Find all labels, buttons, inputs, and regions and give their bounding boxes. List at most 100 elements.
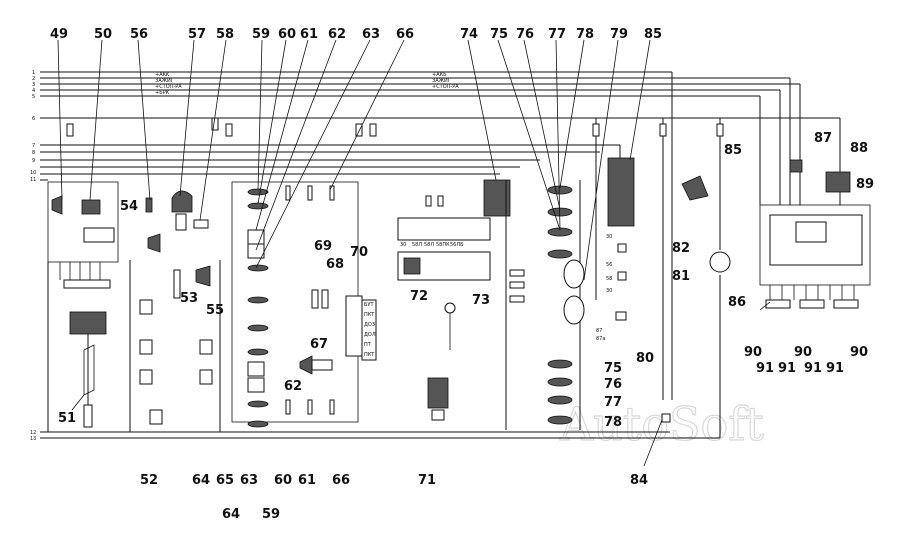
callouts-bottom: 64 65 63 60 61 66 71 84 52 64 59 [140, 473, 648, 522]
callout-51: 51 [58, 411, 76, 426]
callout-62: 62 [328, 27, 346, 42]
callout-78b: 78 [604, 415, 622, 430]
callout-56: 56 [130, 27, 148, 42]
svg-text:58ПК: 58ПК [436, 242, 450, 248]
callout-90c: 90 [850, 345, 868, 360]
callout-85: 85 [644, 27, 662, 42]
svg-text:2: 2 [32, 76, 35, 82]
callout-71: 71 [418, 473, 436, 488]
callout-66: 66 [396, 27, 414, 42]
callout-86: 86 [728, 295, 746, 310]
svg-text:13: 13 [30, 436, 36, 442]
callout-85b: 85 [724, 143, 742, 158]
svg-text:3: 3 [32, 82, 35, 88]
callout-76b: 76 [604, 377, 622, 392]
svg-text:30: 30 [606, 288, 612, 294]
callout-75b: 75 [604, 361, 622, 376]
svg-text:+AKK: +AKK [155, 72, 170, 78]
callouts-top: 49 50 56 57 58 59 60 61 62 63 66 74 75 7… [50, 27, 662, 42]
callout-91c: 91 [804, 361, 822, 376]
callout-67: 67 [310, 337, 328, 352]
svg-text:9: 9 [32, 158, 35, 164]
callout-66b: 66 [332, 473, 350, 488]
callout-84: 84 [630, 473, 648, 488]
left-components [47, 181, 221, 432]
callout-50: 50 [94, 27, 112, 42]
svg-text:+СТОП-РА: +СТОП-РА [432, 84, 459, 90]
callout-68: 68 [326, 257, 344, 272]
svg-text:58: 58 [606, 276, 612, 282]
callout-70: 70 [350, 245, 368, 260]
callout-57: 57 [188, 27, 206, 42]
svg-text:56: 56 [606, 262, 612, 268]
relays: 30 56 58 30 87 87а [596, 157, 731, 423]
bus-lines [40, 71, 840, 439]
svg-text:5: 5 [32, 94, 35, 100]
callout-91d: 91 [826, 361, 844, 376]
svg-text:ЗАЖИГ: ЗАЖИГ [155, 78, 174, 84]
svg-text:8: 8 [32, 150, 35, 156]
svg-text:58Л: 58Л [412, 242, 422, 248]
svg-text:11: 11 [30, 177, 36, 183]
svg-text:30: 30 [606, 234, 612, 240]
svg-text:7: 7 [32, 143, 35, 149]
callout-55: 55 [206, 303, 224, 318]
callout-77: 77 [548, 27, 566, 42]
callout-87: 87 [814, 131, 832, 146]
callout-54: 54 [120, 199, 138, 214]
callout-59b: 59 [262, 507, 280, 522]
leader-lines [57, 39, 771, 467]
svg-text:+АКБ: +АКБ [432, 72, 447, 78]
svg-text:+СТОП-РА: +СТОП-РА [155, 84, 182, 90]
callout-82: 82 [672, 241, 690, 256]
callout-88: 88 [850, 141, 868, 156]
callout-64b: 64 [222, 507, 240, 522]
callout-91b: 91 [778, 361, 796, 376]
svg-text:12: 12 [30, 430, 36, 436]
svg-text:ПКТ: ПКТ [364, 352, 375, 358]
svg-text:ДОЛ: ДОЛ [364, 332, 376, 338]
svg-text:ЗАЖИГ: ЗАЖИГ [432, 78, 451, 84]
center-bulbs [231, 181, 359, 428]
callout-60: 60 [278, 27, 296, 42]
callout-91a: 91 [756, 361, 774, 376]
ecu-block [759, 159, 871, 309]
callout-76: 76 [516, 27, 534, 42]
callout-69: 69 [314, 239, 332, 254]
watermark: AutoSoft [559, 397, 764, 451]
svg-text:1: 1 [32, 70, 35, 76]
callout-61b: 61 [298, 473, 316, 488]
svg-text:87а: 87а [596, 336, 605, 342]
callout-49: 49 [50, 27, 68, 42]
callouts-mid: 54 53 55 69 68 70 72 73 82 81 86 87 88 8… [58, 131, 874, 426]
svg-text:58Л: 58Л [424, 242, 434, 248]
callout-63b: 63 [240, 473, 258, 488]
svg-text:ДОЗ: ДОЗ [364, 322, 375, 328]
callout-53: 53 [180, 291, 198, 306]
right-drops [595, 72, 841, 438]
callout-63: 63 [362, 27, 380, 42]
callout-72: 72 [410, 289, 428, 304]
callout-65: 65 [216, 473, 234, 488]
svg-text:87: 87 [596, 328, 602, 334]
callout-90b: 90 [794, 345, 812, 360]
svg-text:+БРК: +БРК [155, 90, 170, 96]
bus-tags: +AKK ЗАЖИГ +СТОП-РА +БРК +АКБ ЗАЖИГ +СТО… [155, 72, 459, 96]
callouts-right-col: 75 76 77 78 [604, 361, 622, 430]
svg-text:30: 30 [400, 242, 406, 248]
callout-77b: 77 [604, 395, 622, 410]
callout-89: 89 [856, 177, 874, 192]
svg-text:56ЛБ: 56ЛБ [450, 242, 464, 248]
svg-text:10: 10 [30, 170, 36, 176]
ecu-pins [765, 285, 859, 309]
callout-79: 79 [610, 27, 628, 42]
callout-52: 52 [140, 473, 158, 488]
svg-text:ПКТ: ПКТ [364, 312, 375, 318]
callout-80: 80 [636, 351, 654, 366]
right-bulbs [505, 180, 585, 430]
callout-60b: 60 [274, 473, 292, 488]
callout-74: 74 [460, 27, 478, 42]
bulb-group-52 [139, 299, 213, 425]
callouts-ecu: 90 91 91 90 91 91 90 [744, 345, 868, 376]
